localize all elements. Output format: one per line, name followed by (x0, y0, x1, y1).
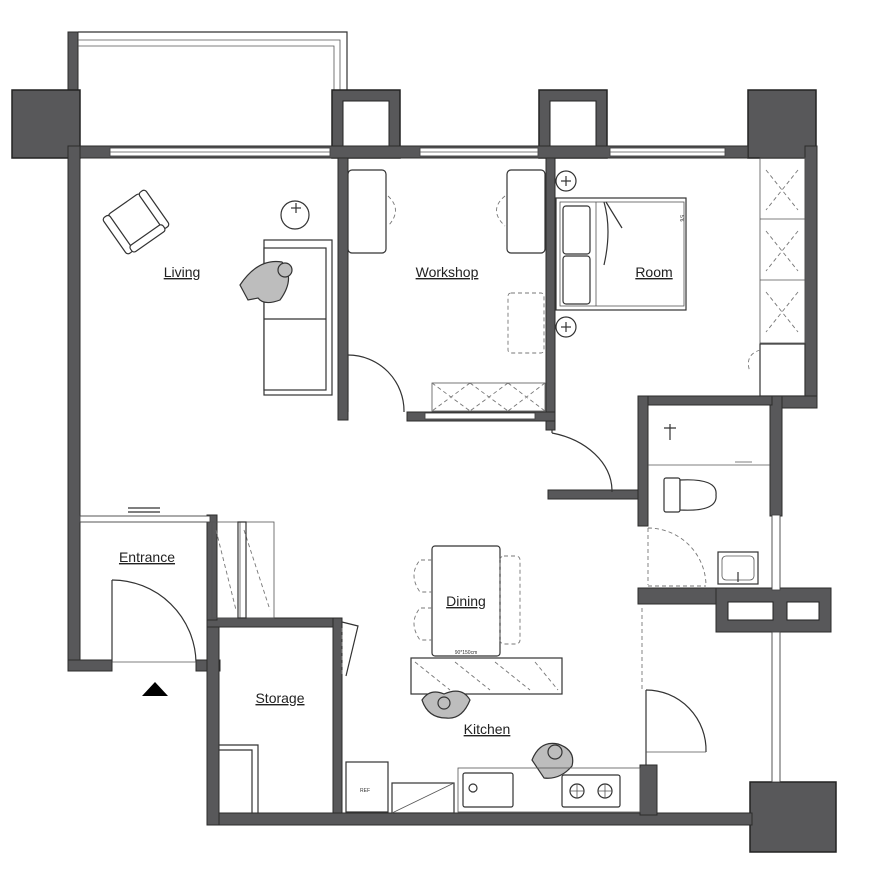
bathroom-right-wall (769, 395, 783, 517)
kitchen-door (641, 608, 707, 765)
bathroom-top-wall (637, 395, 773, 406)
person-icon (421, 690, 471, 719)
workshop-door (347, 354, 405, 413)
wardrobe (747, 157, 806, 397)
toilet (663, 477, 717, 513)
fridge-label: REF (360, 788, 370, 794)
kitchen-cabinet (391, 782, 455, 814)
entry-arrow-icon (142, 682, 168, 696)
entrance-door (111, 579, 197, 663)
room-label-kitchen: Kitchen (464, 721, 511, 737)
bottom-wall (206, 812, 753, 826)
entrance-bottom-wall (67, 659, 113, 672)
stove (561, 774, 621, 808)
table-size-label: 90*150cm (455, 650, 478, 656)
desk (496, 169, 546, 254)
room-label-living: Living (164, 264, 201, 280)
bathroom-window-bump (715, 587, 832, 633)
bed: 5'6 (555, 197, 687, 311)
dining-table: 90*150cm (431, 545, 501, 657)
left-wall (67, 145, 81, 672)
stool (507, 292, 545, 354)
entrance-sliding-partition (79, 507, 211, 523)
living-workshop-wall (337, 157, 349, 421)
refrigerator: REF (345, 761, 389, 813)
kitchen-counter (457, 767, 641, 813)
storage-left-wall (206, 619, 220, 826)
room-label-entrance: Entrance (119, 549, 175, 565)
dining-chair (413, 555, 521, 645)
armchair (102, 189, 170, 255)
storage-shelf (219, 744, 259, 813)
right-wall-room (804, 145, 818, 409)
person-icon (239, 260, 293, 304)
room-bottom-wall (547, 489, 641, 500)
washbasin (717, 551, 759, 585)
right-window (771, 514, 781, 783)
column-pillar (749, 781, 837, 853)
top-wall (67, 145, 749, 159)
room-label-dining: Dining (446, 593, 486, 609)
bathroom-door (647, 527, 707, 587)
balcony (67, 31, 348, 158)
room-label-storage: Storage (255, 690, 304, 706)
shoe-cabinet (211, 521, 275, 619)
storage-door (341, 621, 359, 677)
shower-area (648, 424, 770, 466)
kitchen-island (410, 657, 563, 695)
workshop-bottom-wall (406, 411, 556, 422)
kitchen-right-wall (639, 764, 658, 816)
room-door (551, 430, 613, 492)
room-label-room: Room (635, 264, 672, 280)
shelving-cabinet (431, 382, 546, 412)
desk (347, 169, 396, 254)
bed-size-label: 5'6 (678, 215, 684, 222)
storage-right-wall (332, 617, 343, 814)
person-icon (531, 742, 574, 779)
lamp-icon (555, 316, 577, 338)
bathroom-left-wall (637, 395, 649, 527)
floor-lamp (280, 200, 310, 230)
storage-top-wall (206, 617, 343, 628)
workshop-room-wall (545, 157, 556, 431)
room-label-workshop: Workshop (416, 264, 479, 280)
lamp-icon (555, 170, 577, 192)
